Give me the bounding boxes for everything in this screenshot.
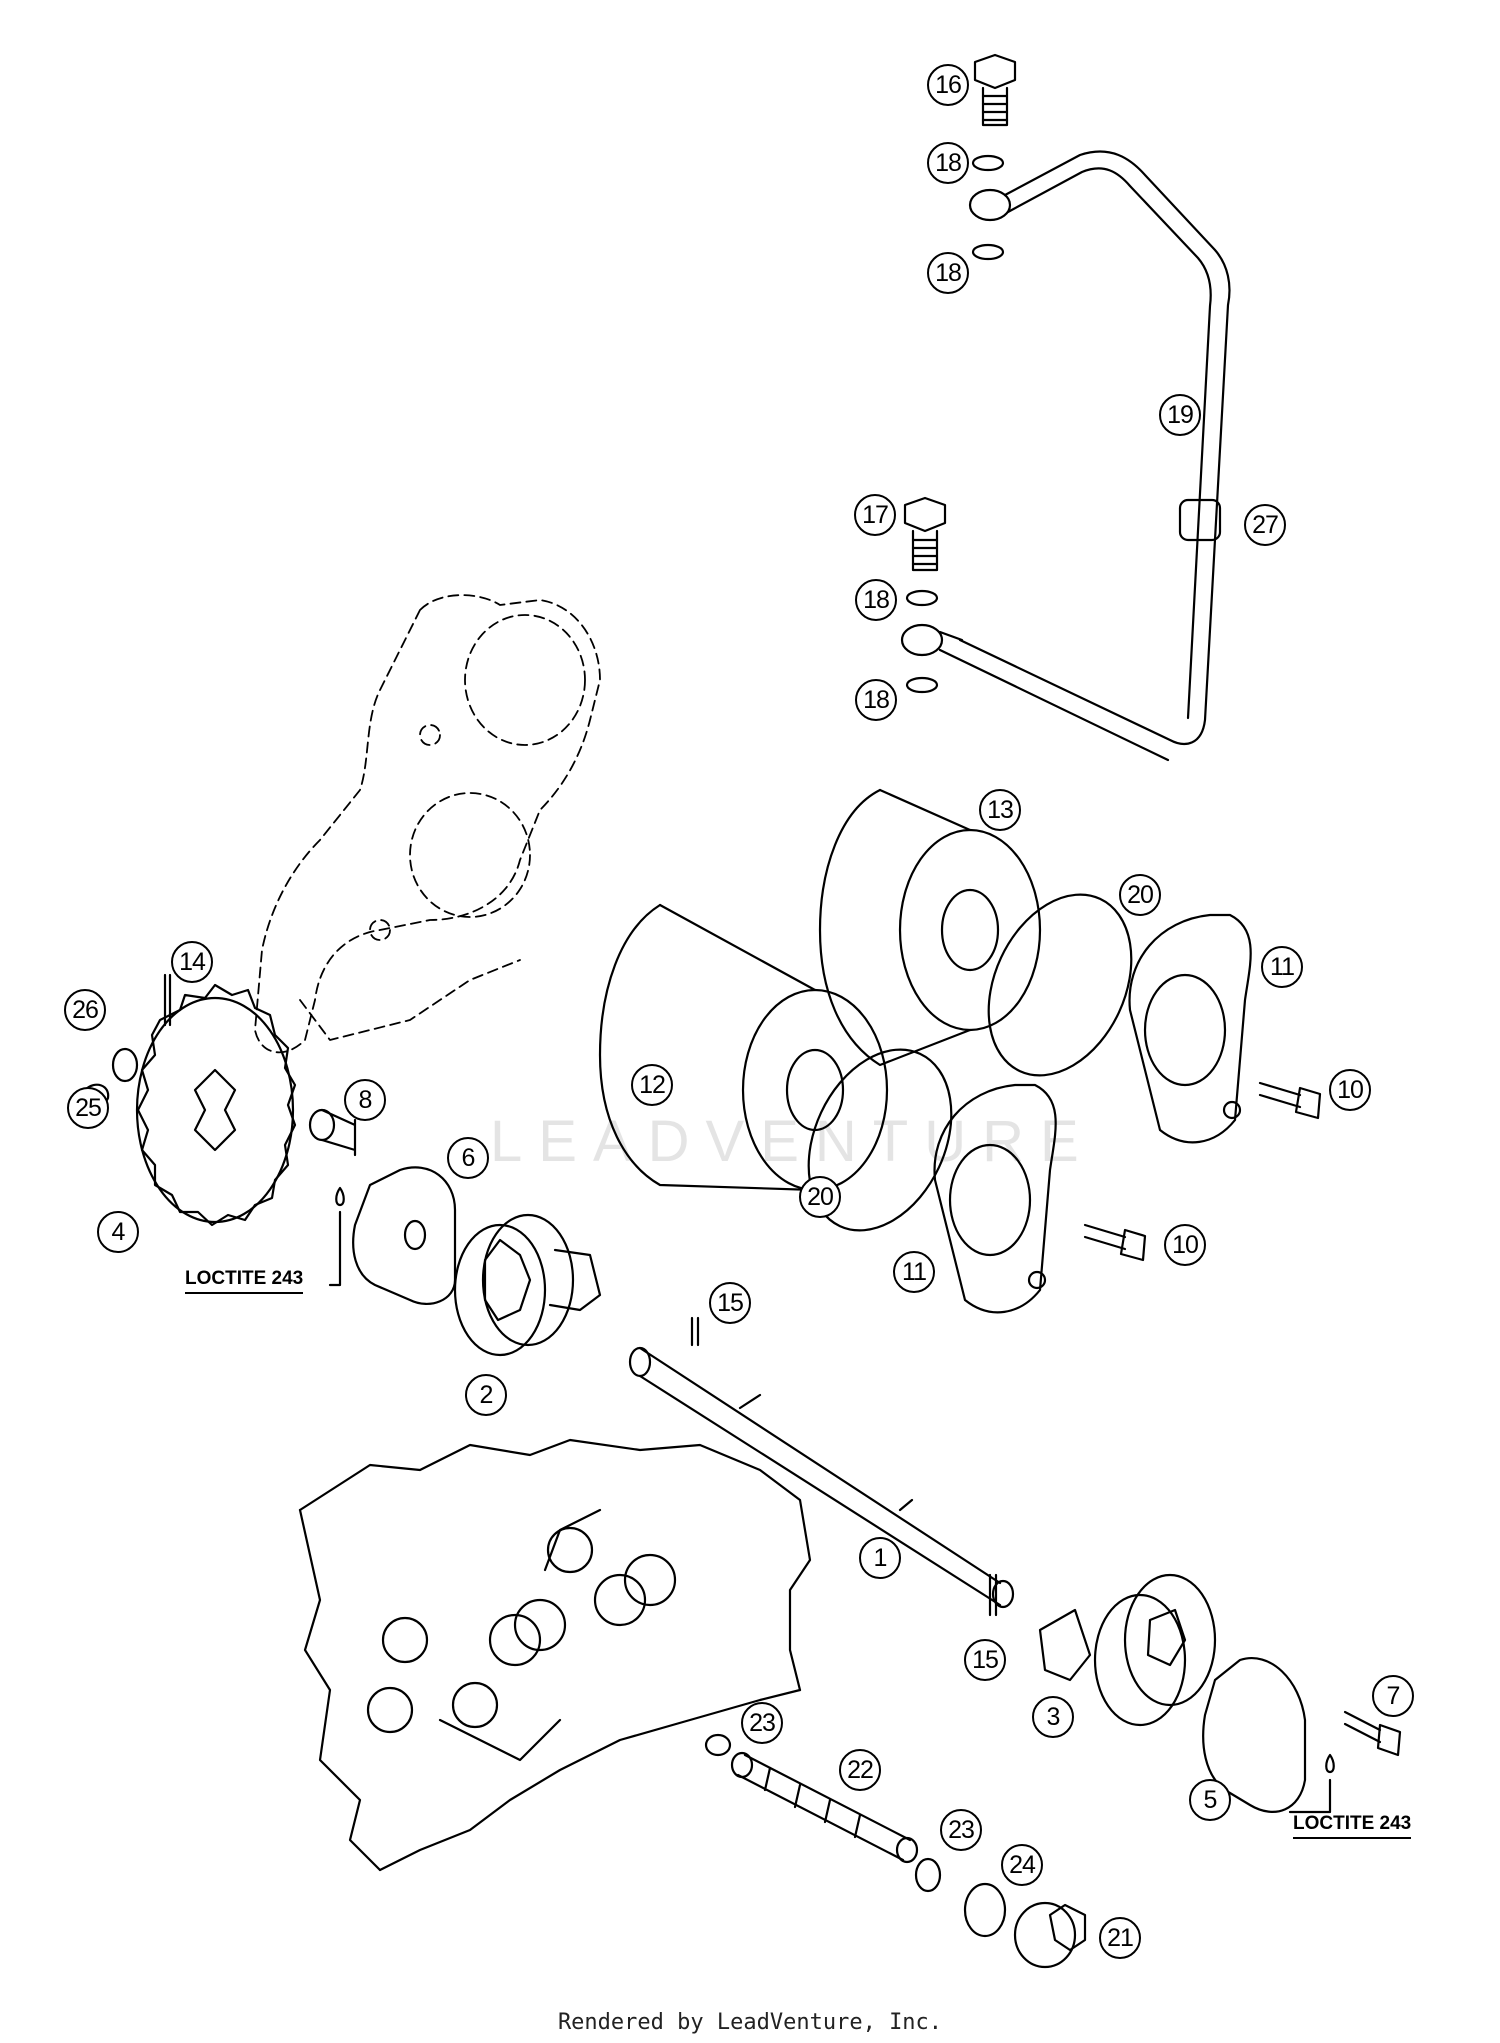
washer-18-bottom xyxy=(971,243,1005,261)
drain-plug-21 xyxy=(1013,1901,1087,1969)
pump-rotor-2 xyxy=(453,1213,602,1357)
bolt-10-upper xyxy=(1258,1081,1322,1120)
oil-strainer-22 xyxy=(730,1751,919,1864)
callout-2[interactable]: 2 xyxy=(465,1374,507,1416)
callout-18[interactable]: 18 xyxy=(855,579,897,621)
callout-4[interactable]: 4 xyxy=(97,1211,139,1253)
o-ring-24 xyxy=(963,1882,1007,1938)
callout-17[interactable]: 17 xyxy=(854,494,896,536)
pin-15-lower xyxy=(988,1573,998,1617)
watermark: LEADVENTURE xyxy=(490,1109,1095,1174)
callout-16[interactable]: 16 xyxy=(927,64,969,106)
engine-case-lower xyxy=(298,1438,812,1872)
callout-11[interactable]: 11 xyxy=(1261,946,1303,988)
washer-18-top xyxy=(971,154,1005,172)
callout-1[interactable]: 1 xyxy=(859,1537,901,1579)
pump-cover-5 xyxy=(1202,1657,1307,1813)
callout-23[interactable]: 23 xyxy=(741,1702,783,1744)
oil-line-19 xyxy=(900,150,1231,762)
callout-13[interactable]: 13 xyxy=(979,789,1021,831)
pin-15-upper xyxy=(690,1316,700,1347)
loctite-drop-7 xyxy=(1325,1753,1335,1774)
callout-15[interactable]: 15 xyxy=(964,1639,1006,1681)
callout-21[interactable]: 21 xyxy=(1099,1917,1141,1959)
banjo-bolt-17 xyxy=(903,496,947,572)
callout-18[interactable]: 18 xyxy=(855,679,897,721)
oil-pump-gear-4 xyxy=(135,983,297,1227)
pump-cover-6 xyxy=(352,1166,457,1305)
filter-cover-11-upper xyxy=(1128,913,1252,1144)
callout-27[interactable]: 27 xyxy=(1244,504,1286,546)
pump-shaft-1 xyxy=(628,1346,1015,1609)
callout-5[interactable]: 5 xyxy=(1189,1779,1231,1821)
o-ring-23-upper xyxy=(704,1733,732,1757)
pump-rotor-3 xyxy=(1038,1573,1217,1727)
callout-19[interactable]: 19 xyxy=(1159,394,1201,436)
oil-filter-12 xyxy=(598,903,889,1192)
callout-26[interactable]: 26 xyxy=(64,989,106,1031)
callout-25[interactable]: 25 xyxy=(67,1087,109,1129)
callout-18[interactable]: 18 xyxy=(927,252,969,294)
filter-cover-11-lower xyxy=(933,1083,1057,1314)
o-ring-20-lower xyxy=(807,1048,953,1232)
callout-22[interactable]: 22 xyxy=(839,1749,881,1791)
washer-18-lower-a xyxy=(905,589,939,607)
callout-18[interactable]: 18 xyxy=(927,142,969,184)
loctite-leader-upper xyxy=(328,1210,342,1287)
pin-14 xyxy=(163,973,172,1027)
callout-10[interactable]: 10 xyxy=(1329,1069,1371,1111)
screw-8 xyxy=(308,1108,357,1157)
callout-20[interactable]: 20 xyxy=(799,1176,841,1218)
banjo-bolt-16 xyxy=(973,53,1017,127)
oil-filter-13 xyxy=(818,788,1042,1067)
engine-case-outline xyxy=(254,594,601,1054)
callout-14[interactable]: 14 xyxy=(171,941,213,983)
callout-20[interactable]: 20 xyxy=(1119,874,1161,916)
o-ring-20-upper xyxy=(987,893,1133,1077)
callout-15[interactable]: 15 xyxy=(709,1282,751,1324)
washer-18-lower-b xyxy=(905,676,939,694)
o-ring-23-lower xyxy=(914,1857,942,1893)
loctite-label-lower: LOCTITE 243 xyxy=(1293,1813,1412,1839)
bolt-10-lower xyxy=(1083,1223,1147,1262)
callout-8[interactable]: 8 xyxy=(344,1079,386,1121)
callout-24[interactable]: 24 xyxy=(1001,1844,1043,1886)
callout-3[interactable]: 3 xyxy=(1032,1696,1074,1738)
callout-11[interactable]: 11 xyxy=(893,1251,935,1293)
callout-7[interactable]: 7 xyxy=(1372,1675,1414,1717)
callout-6[interactable]: 6 xyxy=(447,1137,489,1179)
callout-12[interactable]: 12 xyxy=(631,1064,673,1106)
callout-10[interactable]: 10 xyxy=(1164,1224,1206,1266)
footer-credit: Rendered by LeadVenture, Inc. xyxy=(557,2010,943,2035)
loctite-drop-8 xyxy=(335,1186,345,1207)
bolt-7 xyxy=(1343,1710,1402,1757)
loctite-label-upper: LOCTITE 243 xyxy=(185,1268,304,1294)
washer-25 xyxy=(111,1047,139,1083)
pump-cover-6-hole xyxy=(403,1219,427,1251)
loctite-leader-lower xyxy=(1288,1778,1332,1814)
callout-23[interactable]: 23 xyxy=(940,1809,982,1851)
